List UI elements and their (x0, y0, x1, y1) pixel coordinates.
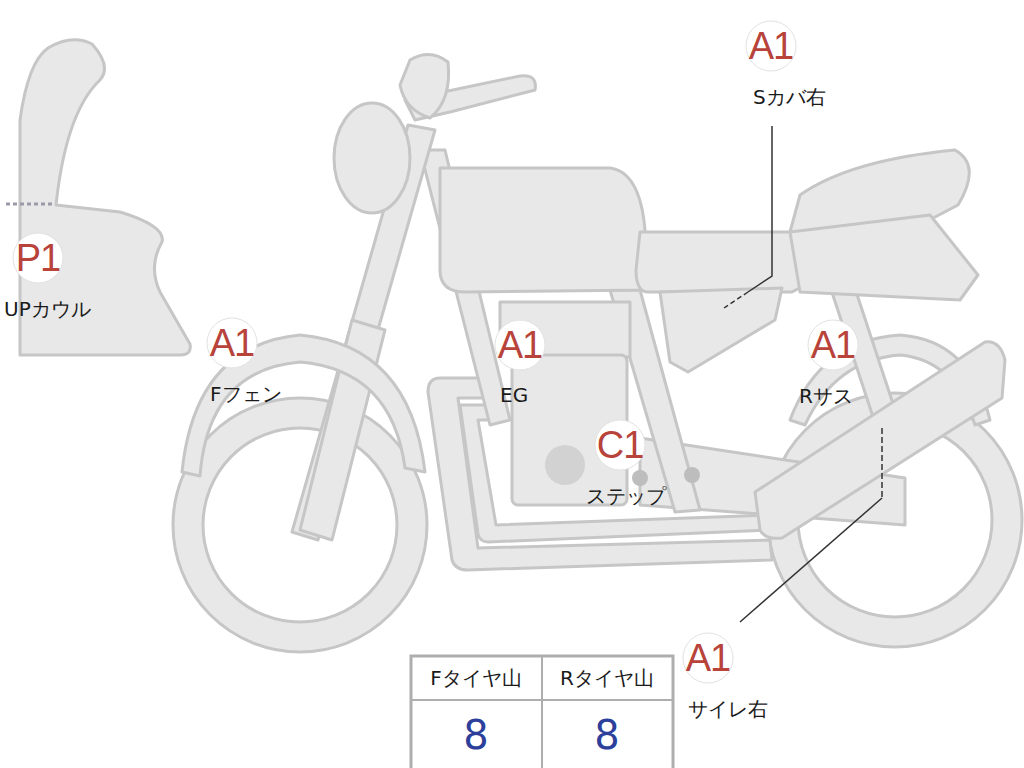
damage-code: C1 (594, 419, 646, 471)
damage-callout: A1Fフェン (206, 317, 278, 408)
damage-code: A1 (206, 317, 258, 369)
part-name: ステップ (586, 483, 666, 510)
leader-line-dashed (724, 292, 748, 308)
part-name: Rサス (799, 383, 853, 410)
table-header: Fタイヤ山 (430, 665, 522, 692)
tail-cowl (790, 215, 978, 300)
footpeg-rear (684, 467, 700, 483)
damage-callout: A1サイレ右 (682, 632, 762, 723)
part-name: Sカバ右 (753, 84, 826, 111)
bike-parts (20, 40, 1022, 652)
damage-code: A1 (494, 319, 546, 371)
damage-callout: A1Sカバ右 (745, 20, 818, 111)
damage-code: A1 (745, 20, 797, 72)
fuel-tank (440, 168, 650, 292)
circle-outline (495, 320, 545, 370)
part-name: UPカウル (4, 296, 91, 323)
footpeg-front (632, 470, 648, 486)
circle-outline (746, 21, 796, 71)
part-name: EG (500, 383, 528, 407)
callout-circle: A1 (682, 632, 734, 684)
table-border (411, 656, 673, 768)
leader-line-dashed (881, 428, 883, 498)
leader-lines (724, 126, 882, 622)
callout-circle: A1 (745, 20, 797, 72)
table-value: 8 (463, 712, 488, 758)
muffler (755, 342, 1005, 539)
circle-outline (13, 233, 63, 283)
side-cover (660, 288, 782, 372)
table-col-divider (541, 656, 543, 768)
circle-outline (595, 420, 645, 470)
damage-callout: A1Rサス (807, 319, 861, 410)
damage-code: A1 (807, 319, 859, 371)
tire-table (411, 656, 673, 768)
callout-circle: P1 (12, 232, 64, 284)
circle-outline (808, 320, 858, 370)
part-name: Fフェン (210, 381, 282, 408)
damage-callout: P1UPカウル (12, 232, 99, 323)
leader-line (740, 498, 882, 622)
table-header: Rタイヤ山 (560, 665, 654, 692)
circle-outline (683, 633, 733, 683)
damage-code: P1 (12, 232, 64, 284)
part-name: サイレ右 (688, 696, 768, 723)
damage-callout: A1EG (494, 319, 546, 407)
table-value: 8 (594, 712, 619, 758)
callout-circle: A1 (807, 319, 859, 371)
headlight (334, 103, 410, 213)
callout-circle: A1 (494, 319, 546, 371)
leader-line (748, 126, 772, 292)
mirror (400, 54, 449, 118)
damage-callout: C1ステップ (594, 419, 674, 510)
cut-line (6, 203, 52, 206)
callout-circle: C1 (594, 419, 646, 471)
engine-cover (545, 445, 585, 485)
damage-code: A1 (682, 632, 734, 684)
circle-outline (207, 318, 257, 368)
callout-circle: A1 (206, 317, 258, 369)
